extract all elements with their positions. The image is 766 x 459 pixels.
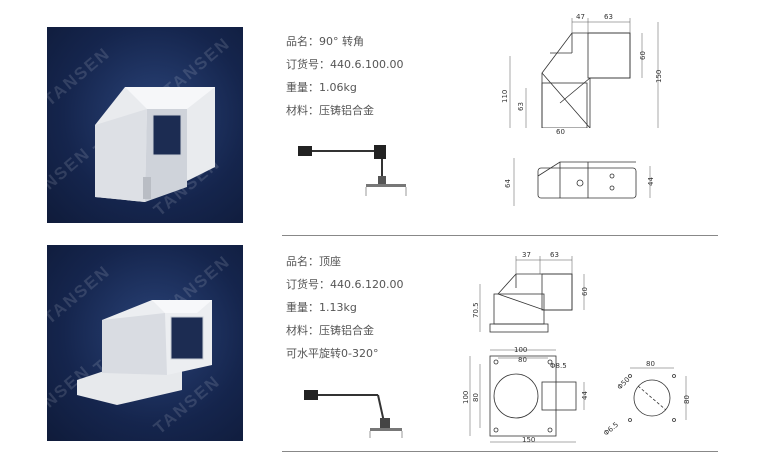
dim-label: 80 bbox=[518, 356, 527, 364]
dim-label: Φ6.5 bbox=[602, 421, 620, 438]
section-divider bbox=[282, 235, 718, 236]
dim-label: 60 bbox=[581, 287, 589, 296]
dim-label: 110 bbox=[501, 90, 509, 103]
corner-plan-drawing: 64 44 bbox=[504, 158, 655, 206]
dim-label: 150 bbox=[655, 70, 663, 83]
dim-label: 150 bbox=[522, 436, 536, 444]
dim-label: Φ50 bbox=[616, 376, 632, 392]
dim-label: 44 bbox=[581, 391, 589, 400]
spec-order-number: 订货号：440.6.120.00 bbox=[286, 278, 404, 291]
spec-weight: 重量：1.13kg bbox=[286, 301, 357, 314]
top-seat-elevation-drawing: 37 63 60 70.5 bbox=[472, 251, 589, 333]
spec-block-top-seat: 品名：顶座 订货号：440.6.120.00 重量：1.13kg 材料：压铸铝合… bbox=[286, 250, 403, 365]
product-photo-top-seat: TANSEN TANSEN TANSEN TANSEN TANSEN bbox=[47, 245, 243, 441]
dim-label: 80 bbox=[472, 393, 480, 402]
dim-label: 100 bbox=[514, 346, 527, 354]
spec-block-corner: 品名：90° 转角 订货号：440.6.100.00 重量：1.06kg 材料：… bbox=[286, 30, 403, 122]
section-divider bbox=[282, 451, 718, 452]
spec-order-number: 订货号：440.6.100.00 bbox=[286, 58, 404, 71]
dim-label: 60 bbox=[639, 51, 647, 60]
spec-rotation-note: 可水平旋转0-320° bbox=[286, 347, 379, 360]
top-seat-plan-drawing: 100 80 Φ8.5 100 80 44 bbox=[462, 346, 589, 443]
dim-label: 80 bbox=[646, 360, 655, 368]
arm-usage-diagram bbox=[304, 390, 403, 438]
dim-label: Φ8.5 bbox=[550, 362, 567, 370]
product-photo-corner: TANSEN TANSEN TANSEN TANSEN TANSEN bbox=[47, 27, 243, 223]
dim-label: 60 bbox=[556, 128, 565, 136]
spec-weight: 重量：1.06kg bbox=[286, 81, 357, 94]
dim-label: 80 bbox=[683, 395, 691, 404]
mounting-hole-drawing: 80 Φ50 80 Φ6.5 bbox=[602, 360, 691, 438]
corner-elevation-drawing: 47 63 60 150 110 63 bbox=[501, 13, 663, 128]
dim-label: 100 bbox=[462, 391, 470, 404]
dim-label: 63 bbox=[550, 251, 559, 259]
dim-label: 37 bbox=[522, 251, 531, 259]
corner-part-illustration bbox=[95, 87, 215, 202]
dim-label: 63 bbox=[604, 13, 613, 21]
dim-label: 44 bbox=[647, 177, 655, 186]
arm-usage-diagram bbox=[298, 145, 407, 196]
spec-material: 材料：压铸铝合金 bbox=[286, 324, 374, 337]
spec-material: 材料：压铸铝合金 bbox=[286, 104, 374, 117]
top-seat-part-illustration bbox=[77, 300, 212, 405]
dim-label: 64 bbox=[504, 179, 512, 188]
dim-label: 63 bbox=[517, 102, 525, 111]
dim-label: 47 bbox=[576, 13, 585, 21]
spec-name: 品名：顶座 bbox=[286, 255, 341, 268]
dim-label: 70.5 bbox=[472, 302, 480, 318]
spec-name: 品名：90° 转角 bbox=[286, 35, 364, 48]
